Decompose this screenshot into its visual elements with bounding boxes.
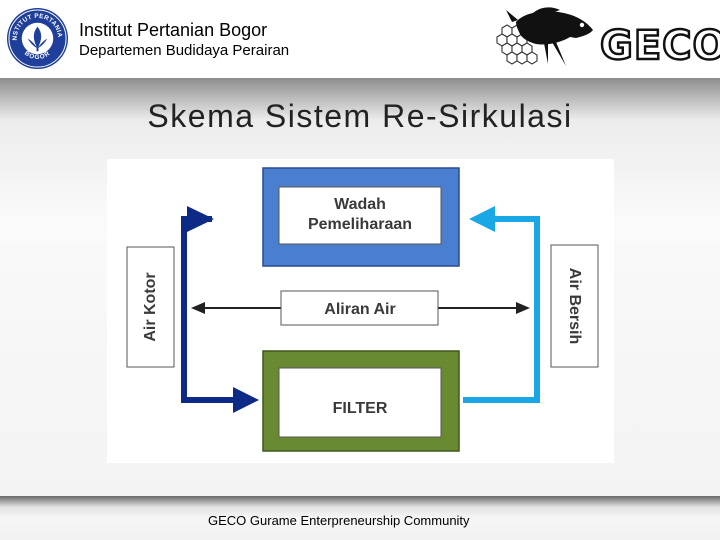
air-kotor-arrow: [181, 206, 259, 413]
wadah-pemeliharaan-box: Wadah Pemeliharaan: [262, 167, 460, 267]
aliran-air-label: Aliran Air: [324, 301, 395, 318]
air-bersih-label: Air Bersih: [566, 268, 583, 344]
air-bersih-arrow: [463, 206, 540, 403]
svg-text:BOGOR: BOGOR: [23, 50, 52, 61]
air-kotor-label-box: Air Kotor: [126, 246, 175, 368]
recirculation-diagram: Wadah Pemeliharaan FILTER Aliran Air: [107, 159, 614, 463]
footer-bar: [0, 496, 720, 540]
department-name: Departemen Budidaya Perairan: [79, 42, 290, 59]
wadah-label-line1: Wadah: [334, 196, 386, 213]
slide-title: Skema Sistem Re-Sirkulasi: [147, 98, 573, 134]
footer-text: GECO Gurame Enterpreneurship Community: [208, 513, 470, 528]
geco-brand-text: GECO: [599, 22, 720, 71]
header: INSTITUT PERTANIAN BOGOR Institut Pertan…: [0, 0, 720, 78]
diagram-canvas: Wadah Pemeliharaan FILTER Aliran Air: [126, 167, 599, 452]
aliran-air-arrow: Aliran Air: [191, 290, 530, 326]
filter-label: FILTER: [333, 400, 388, 417]
filter-box: FILTER: [262, 350, 460, 452]
air-bersih-label-box: Air Bersih: [550, 244, 599, 368]
gourami-fish-icon: [496, 7, 593, 66]
air-kotor-label: Air Kotor: [142, 272, 159, 341]
ipb-seal-icon: INSTITUT PERTANIAN BOGOR: [6, 7, 69, 70]
wadah-label-line2: Pemeliharaan: [308, 216, 412, 233]
institution-name: Institut Pertanian Bogor: [79, 20, 268, 40]
